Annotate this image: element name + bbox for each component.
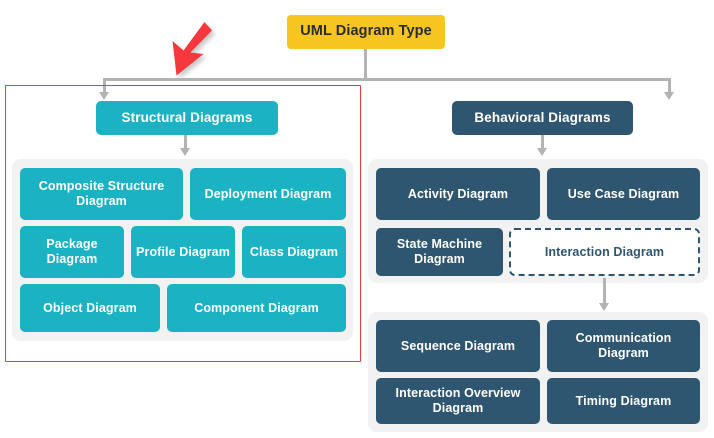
node-sequence-diagram[interactable]: Sequence Diagram — [376, 320, 540, 372]
node-component-diagram[interactable]: Component Diagram — [167, 284, 346, 332]
arrow-head-interaction-subgroup — [599, 303, 609, 311]
arrow-head-behavioral — [664, 92, 674, 100]
node-use-case-diagram[interactable]: Use Case Diagram — [547, 168, 700, 220]
structural-diagrams-highlight-rectangle — [5, 85, 361, 362]
arrow-head-behavioral-group — [537, 148, 547, 156]
connector-root-bar — [103, 78, 671, 81]
node-communication-diagram[interactable]: Communication Diagram — [547, 320, 700, 372]
node-timing-diagram[interactable]: Timing Diagram — [547, 378, 700, 424]
node-profile-diagram[interactable]: Profile Diagram — [131, 226, 235, 278]
branch-header-structural[interactable]: Structural Diagrams — [96, 101, 278, 135]
node-object-diagram[interactable]: Object Diagram — [20, 284, 160, 332]
node-state-machine-diagram[interactable]: State Machine Diagram — [376, 228, 503, 276]
root-node-uml-diagram-type[interactable]: UML Diagram Type — [287, 15, 445, 49]
arrow-head-structural — [99, 92, 109, 100]
node-interaction-overview-diagram[interactable]: Interaction Overview Diagram — [376, 378, 540, 424]
connector-structural-to-group — [184, 135, 187, 149]
connector-behavioral-drop — [668, 78, 671, 93]
connector-interaction-to-subgroup — [603, 278, 606, 304]
node-package-diagram[interactable]: Package Diagram — [20, 226, 124, 278]
connector-behavioral-to-group — [541, 135, 544, 149]
node-activity-diagram[interactable]: Activity Diagram — [376, 168, 540, 220]
arrow-head-structural-group — [180, 148, 190, 156]
connector-root-stem — [364, 49, 367, 81]
branch-header-behavioral[interactable]: Behavioral Diagrams — [452, 101, 633, 135]
node-deployment-diagram[interactable]: Deployment Diagram — [190, 168, 346, 220]
node-class-diagram[interactable]: Class Diagram — [242, 226, 346, 278]
red-annotation-arrow-icon — [168, 18, 216, 80]
node-interaction-diagram[interactable]: Interaction Diagram — [509, 228, 700, 276]
node-composite-structure-diagram[interactable]: Composite Structure Diagram — [20, 168, 183, 220]
